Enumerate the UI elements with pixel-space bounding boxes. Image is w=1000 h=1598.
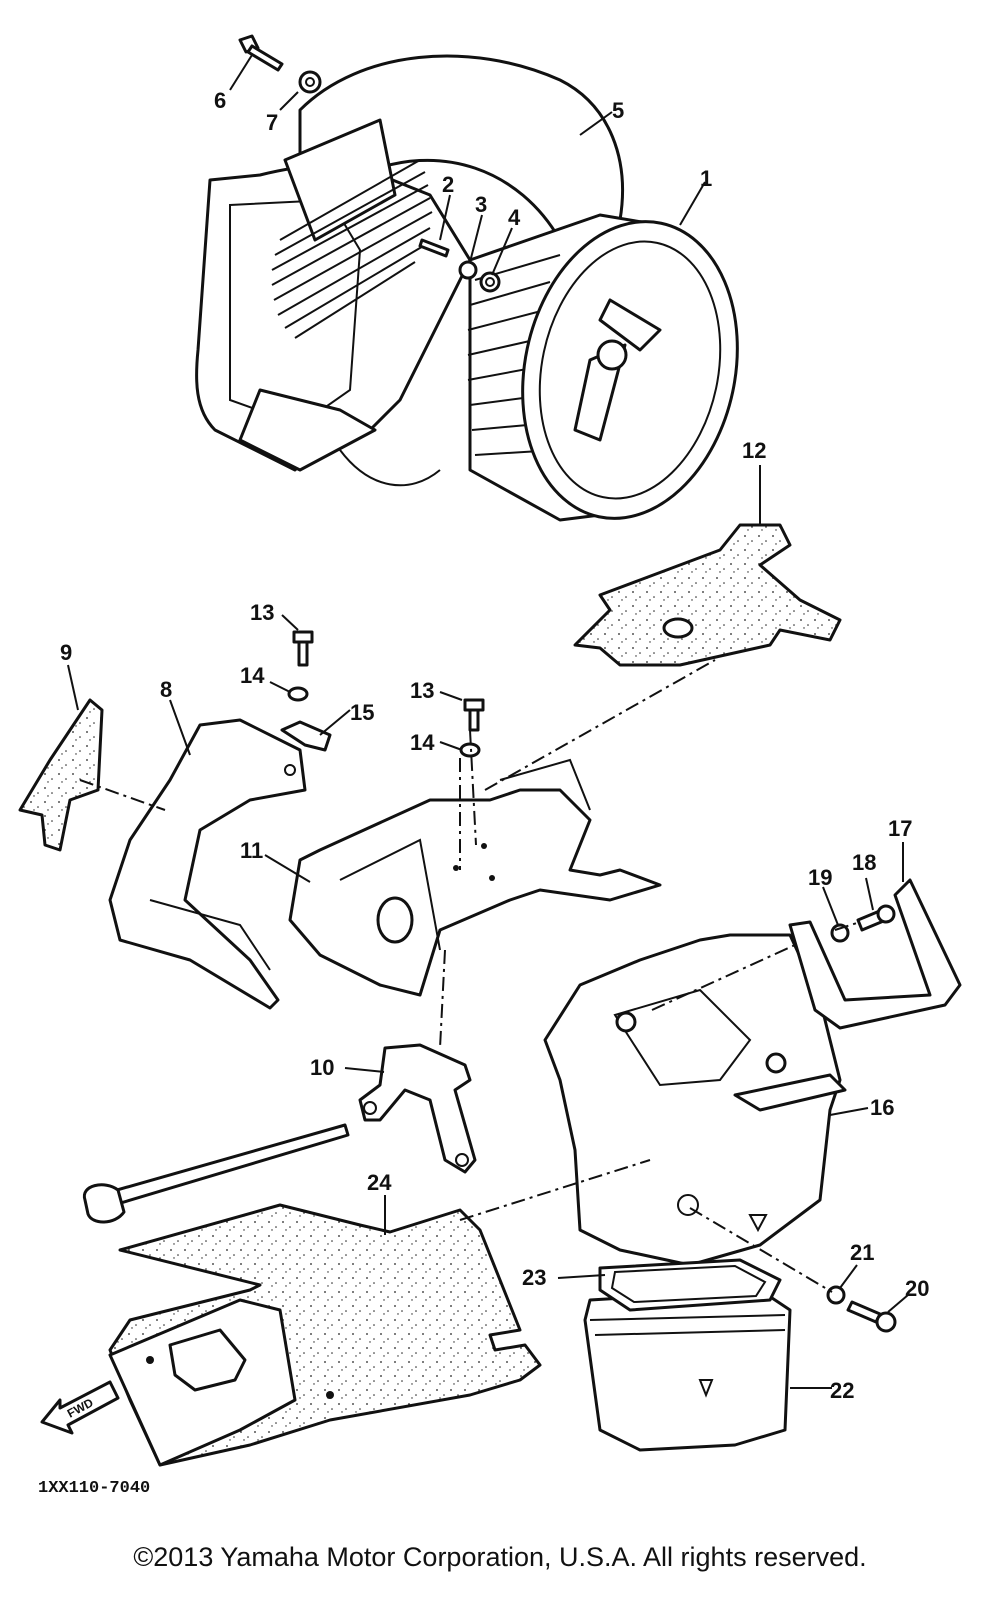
callout-2: 2 xyxy=(442,172,454,197)
callout-5: 5 xyxy=(612,98,624,123)
handle-part-17 xyxy=(788,878,962,1030)
front-direction-arrow: FWD xyxy=(40,1380,120,1435)
washer-part-3 xyxy=(458,260,478,280)
flywheel-fan-part-1 xyxy=(467,213,739,522)
screw-part-13-lower xyxy=(463,698,485,732)
callout-8: 8 xyxy=(160,677,172,702)
callout-14-lower: 14 xyxy=(410,730,435,755)
leader-lines xyxy=(67,54,909,1389)
copyright-notice: ©2013 Yamaha Motor Corporation, U.S.A. A… xyxy=(133,1542,867,1572)
callout-4: 4 xyxy=(508,205,521,230)
washer-part-14-lower xyxy=(459,742,481,758)
callout-12: 12 xyxy=(742,438,766,463)
nut-part-21 xyxy=(826,1285,846,1305)
clamp-part-15 xyxy=(280,720,332,752)
bolt-part-20 xyxy=(846,1300,897,1333)
fan-housing-part-5 xyxy=(195,54,624,487)
callout-21: 21 xyxy=(850,1240,874,1265)
callout-9: 9 xyxy=(60,640,72,665)
callout-7: 7 xyxy=(266,110,278,135)
callout-18: 18 xyxy=(852,850,876,875)
screw-part-13-upper xyxy=(292,630,314,667)
callout-11: 11 xyxy=(240,838,263,863)
callout-6: 6 xyxy=(214,88,226,113)
alignment-lines xyxy=(79,659,861,1293)
top-cover-part-11 xyxy=(288,758,662,997)
callout-19: 19 xyxy=(808,865,832,890)
lower-cover-part-24 xyxy=(108,1203,542,1467)
bolt-part-6 xyxy=(238,34,284,72)
plate-part-9 xyxy=(18,698,104,852)
callout-23: 23 xyxy=(522,1265,546,1290)
washer-part-14-upper xyxy=(287,686,309,702)
callout-1: 1 xyxy=(700,166,712,191)
plate-part-12 xyxy=(573,523,842,667)
side-shroud-part-8 xyxy=(108,718,307,1010)
callout-10: 10 xyxy=(310,1055,334,1080)
long-bolt xyxy=(82,1123,350,1224)
bracket-part-10 xyxy=(358,1043,477,1174)
callout-24: 24 xyxy=(367,1170,392,1195)
callout-14-upper: 14 xyxy=(240,663,265,688)
callout-16: 16 xyxy=(870,1095,894,1120)
fan-housing-grille xyxy=(271,159,433,339)
callout-15: 15 xyxy=(350,700,374,725)
callout-17: 17 xyxy=(888,816,912,841)
bolt-part-18 xyxy=(856,904,896,932)
callout-labels: 1 2 3 4 5 6 7 8 9 10 11 12 13 14 15 16 1… xyxy=(60,88,929,1403)
intake-silencer-part-16 xyxy=(543,933,847,1267)
callout-20: 20 xyxy=(905,1276,929,1301)
gasket-part-23 xyxy=(598,1258,782,1312)
case-part-22 xyxy=(583,1288,792,1452)
nut-part-4 xyxy=(479,271,501,293)
washer-part-7 xyxy=(298,70,322,94)
diagram-code: 1XX110-7040 xyxy=(38,1479,150,1498)
callout-13-lower: 13 xyxy=(410,678,434,703)
callout-22: 22 xyxy=(830,1378,854,1403)
bolt-part-2 xyxy=(418,238,450,258)
callout-13-upper: 13 xyxy=(250,600,274,625)
callout-3: 3 xyxy=(475,192,487,217)
